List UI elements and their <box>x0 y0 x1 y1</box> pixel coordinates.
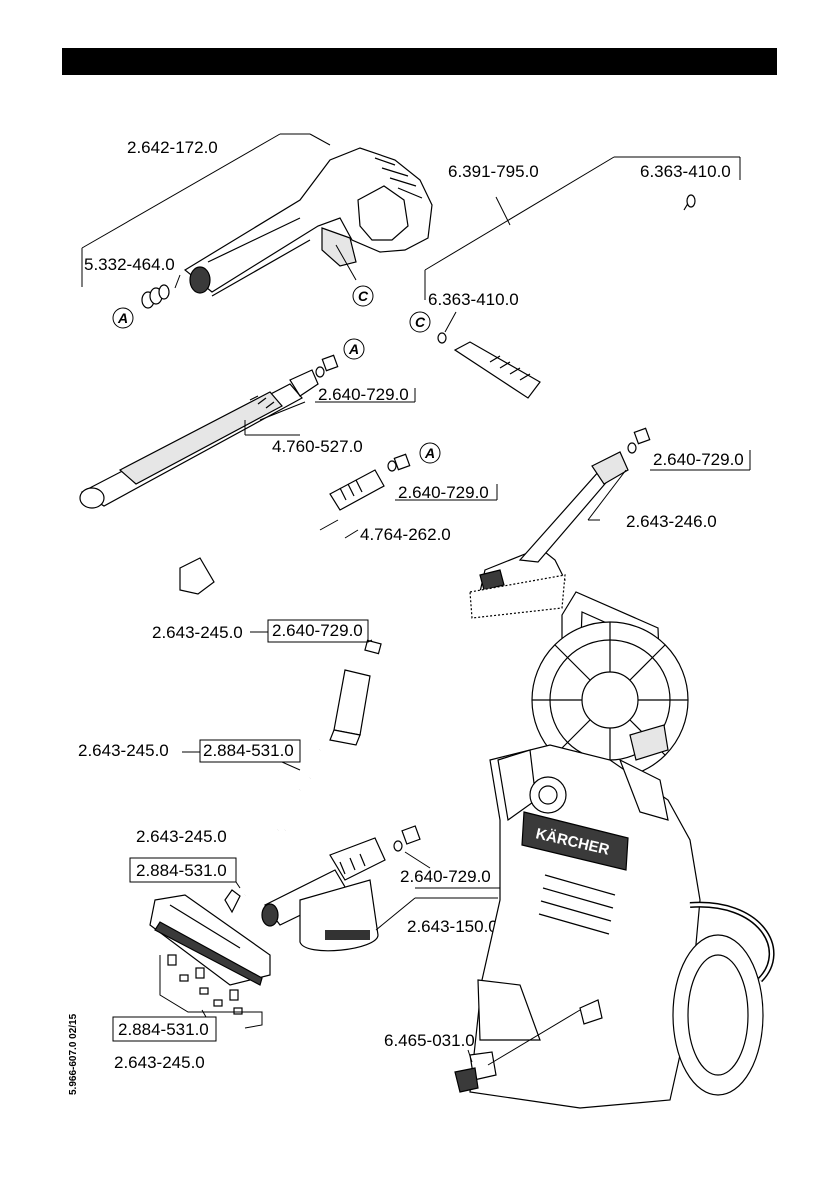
bottom-part-label: 2.884-531.0 <box>118 1020 209 1039</box>
lance1-nozzle-label: 2.640-729.0 <box>318 385 409 404</box>
wash-brush <box>470 428 650 618</box>
hose-adapter-label: 6.465-031.0 <box>384 1031 475 1050</box>
callout-c-gun: C <box>353 286 373 306</box>
hose-oring-bottom-label: 6.363-410.0 <box>428 290 519 309</box>
callout-a-lance2: A <box>420 443 440 463</box>
foam-nozzle-label: 2.640-729.0 <box>400 867 491 886</box>
surface-cleaner-brush <box>150 890 270 985</box>
callout-a-lance1: A <box>344 339 364 359</box>
lance2-label: 4.764-262.0 <box>360 525 451 544</box>
surface-set-b-part-label: 2.884-531.0 <box>203 741 294 760</box>
hose-oring-top-label: 6.363-410.0 <box>640 162 731 181</box>
dirt-blaster-lance <box>180 470 384 594</box>
gun-seal-kit-label: 5.332-464.0 <box>84 255 175 274</box>
lance2-nozzle <box>388 454 410 471</box>
svg-text:C: C <box>415 314 426 330</box>
spray-gun <box>185 148 432 296</box>
bottom-set-label: 2.643-245.0 <box>114 1053 205 1072</box>
foam-nozzle <box>262 826 420 951</box>
lance2-nozzle-label: 2.640-729.0 <box>398 483 489 502</box>
brush-nozzle-label: 2.640-729.0 <box>653 450 744 469</box>
surface-set-c-part-label: 2.884-531.0 <box>136 861 227 880</box>
lance1-nozzle <box>316 355 338 377</box>
foam-label: 2.643-150.0 <box>407 917 498 936</box>
brush-label: 2.643-246.0 <box>626 512 717 531</box>
svg-text:A: A <box>117 310 128 326</box>
gun-part-label: 2.642-172.0 <box>127 138 218 157</box>
hose-part-label: 6.391-795.0 <box>448 162 539 181</box>
surface-set-a-label: 2.643-245.0 <box>152 623 243 642</box>
surface-set-a-part-label: 2.640-729.0 <box>272 621 363 640</box>
callout-a-gun: A <box>113 308 133 328</box>
document-code: 5.966-607.0 02/15 <box>68 945 82 1095</box>
lance1-label: 4.760-527.0 <box>272 437 363 456</box>
pressure-washer-unit: KÄRCHER <box>470 592 772 1108</box>
surface-set-c-label: 2.643-245.0 <box>136 827 227 846</box>
svg-text:A: A <box>348 341 359 357</box>
svg-text:C: C <box>358 288 369 304</box>
surface-set-b-label: 2.643-245.0 <box>78 741 169 760</box>
svg-text:A: A <box>424 445 435 461</box>
gun-seal-kit <box>142 285 169 308</box>
callout-c-hose: C <box>410 312 430 332</box>
